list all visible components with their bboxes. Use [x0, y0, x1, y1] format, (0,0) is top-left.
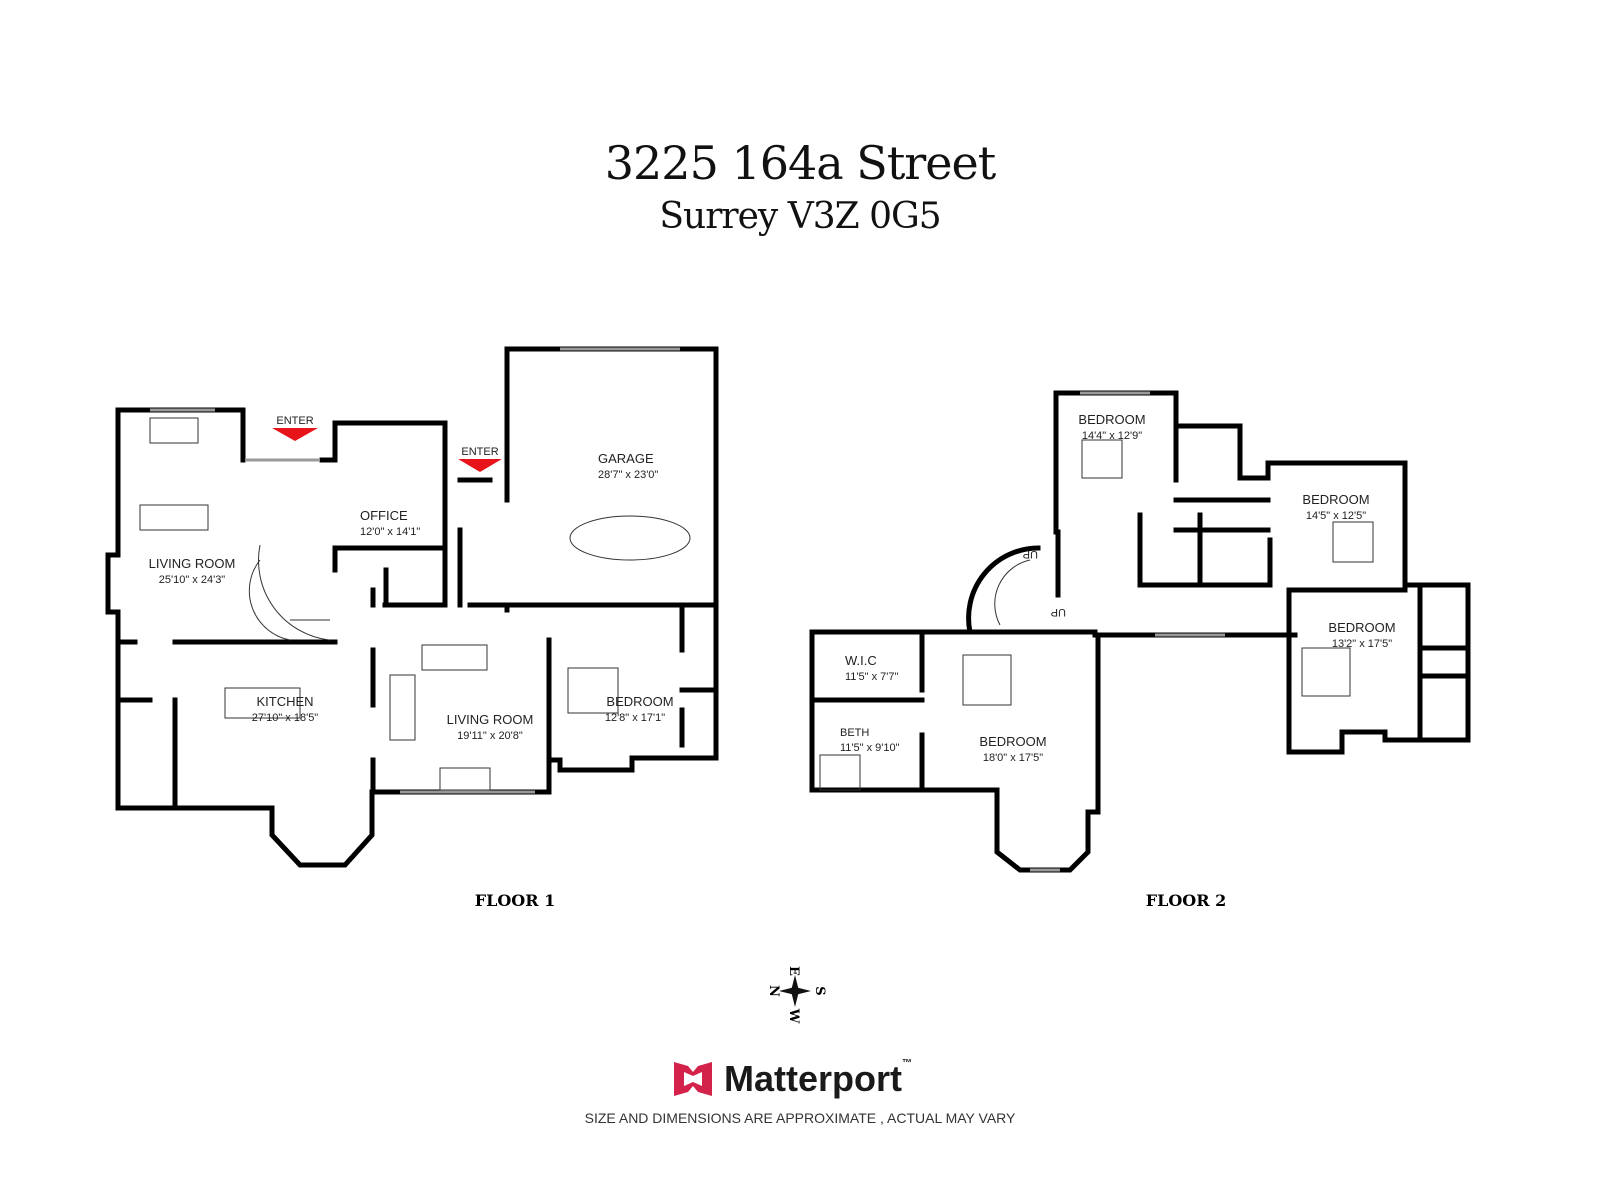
room-dims: 28'7" x 23'0" [598, 469, 658, 481]
disclaimer: SIZE AND DIMENSIONS ARE APPROXIMATE , AC… [584, 1110, 1016, 1126]
floor-1-label: FLOOR 1 [475, 891, 555, 910]
enter-label: ENTER [461, 446, 498, 458]
room-name: LIVING ROOM [149, 556, 236, 571]
enter-label: ENTER [276, 415, 313, 427]
room-dims: 12'8" x 17'1" [605, 712, 665, 724]
room-dims: 12'0" x 14'1" [360, 526, 420, 538]
room-name: BEDROOM [979, 734, 1046, 749]
room-dims: 27'10" x 18'5" [252, 712, 319, 724]
floor-2-room-labels: BEDROOM 14'4" x 12'9" BEDROOM 14'5" x 12… [840, 412, 1396, 764]
car-icon [569, 515, 691, 561]
room-name: BEDROOM [1328, 620, 1395, 635]
stairs-up-label: UP [1051, 606, 1066, 618]
compass-w: W [786, 1008, 801, 1024]
trademark: ™ [902, 1058, 912, 1069]
room-name: W.I.C [845, 653, 877, 668]
room-name: BEDROOM [1078, 412, 1145, 427]
enter-arrows: ENTER ENTER [272, 415, 502, 472]
room-name: LIVING ROOM [447, 712, 534, 727]
enter-arrow-icon [272, 428, 318, 441]
stair-labels: UP UP [1023, 548, 1066, 618]
room-dims: 18'0" x 17'5" [983, 752, 1043, 764]
stairs-up-label: UP [1023, 548, 1038, 560]
address-line-2: Surrey V3Z 0G5 [659, 196, 941, 237]
compass-rose-icon: N E S W [766, 966, 827, 1024]
room-dims: 14'5" x 12'5" [1306, 510, 1366, 522]
room-dims: 19'11" x 20'8" [457, 730, 523, 742]
enter-arrow-icon [458, 459, 502, 472]
room-dims: 14'4" x 12'9" [1082, 430, 1142, 442]
matterport-logo-icon [674, 1062, 712, 1096]
room-dims: 13'2" x 17'5" [1332, 638, 1392, 650]
matterport-logo: Matterport™ [672, 1058, 912, 1100]
room-dims: 25'10" x 24'3" [159, 574, 226, 586]
room-name: KITCHEN [256, 694, 313, 709]
room-dims: 11'5" x 7'7" [845, 671, 898, 683]
brand-name: Matterport [724, 1058, 902, 1099]
compass-s: S [812, 986, 827, 995]
room-name: GARAGE [598, 451, 654, 466]
room-name: BEDROOM [606, 694, 673, 709]
floor-2-walls [809, 390, 1471, 873]
floor-1-room-labels: LIVING ROOM 25'10" x 24'3" OFFICE 12'0" … [149, 451, 674, 742]
room-name: OFFICE [360, 508, 408, 523]
compass-e: E [786, 966, 801, 976]
room-dims: 11'5" x 9'10" [840, 742, 900, 754]
room-name: BETH [840, 727, 869, 739]
floor-2-label: FLOOR 2 [1146, 891, 1226, 910]
room-name: BEDROOM [1302, 492, 1369, 507]
compass-n: N [766, 985, 781, 997]
address-line-1: 3225 164a Street [604, 136, 996, 190]
floor-1-walls [105, 346, 719, 868]
